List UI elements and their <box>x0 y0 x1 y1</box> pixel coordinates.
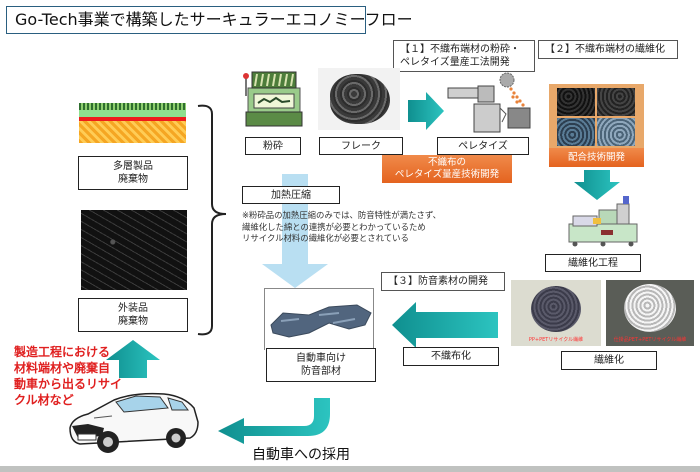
source-note-line3: 動車から出るリサイ <box>14 377 123 391</box>
arrow-left-icon <box>392 302 498 348</box>
footer-bar <box>0 466 700 472</box>
heat-compress-label: 加熱圧縮 <box>242 186 340 204</box>
note-line3: リサイクル材料の繊維化が必要とされている <box>242 233 409 243</box>
exterior-product-image <box>81 210 187 290</box>
exterior-waste-label: 外装品 廃棄物 <box>78 298 188 332</box>
fiber-requirement-note: ※粉砕品の加熱圧縮のみでは、防音特性が満たさず、 繊維化した綿との連携が必要とわ… <box>242 210 441 245</box>
source-note-line4: クル材など <box>14 393 74 407</box>
blend-tech-dev-badge: 配合技術開発 <box>549 148 644 167</box>
car-icon <box>69 392 199 453</box>
light-blue-arrow-icon <box>262 174 328 288</box>
pellet-tech-dev-badge: 不織布の ペレタイズ量産技術開発 <box>382 155 512 183</box>
exterior-waste-line2: 廃棄物 <box>118 316 148 327</box>
auto-sound-part-label: 自動車向け 防音部材 <box>266 348 376 382</box>
fiber-white-caption: 仕掛品PET+PETリサイクル繊維 <box>613 337 687 343</box>
crusher-icon <box>243 71 303 127</box>
pellet-tech-dev-line1: 不織布の <box>427 157 466 168</box>
note-line1: ※粉砕品の加熱圧縮のみでは、防音特性が満たさず、 <box>242 210 442 220</box>
note-line2: 繊維化した綿との連携が必要とわかっているため <box>242 221 426 232</box>
multilayer-product-image <box>79 103 186 143</box>
arrow-up-icon <box>106 340 160 378</box>
adoption-label: 自動車への採用 <box>252 447 350 463</box>
pelletizer-icon <box>447 72 531 133</box>
multilayer-waste-label: 多層製品 廃棄物 <box>78 156 188 190</box>
fiber-blend-image <box>549 84 644 150</box>
fiber-machine-icon <box>568 196 638 247</box>
auto-sound-part-line2: 防音部材 <box>301 366 341 377</box>
section-1-line2: ペレタイズ量産工法開発 <box>400 57 510 68</box>
flake-image <box>318 68 400 130</box>
pelletize-label: ペレタイズ <box>437 137 529 155</box>
adoption-arrow-icon <box>218 398 330 444</box>
auto-sound-part-line1: 自動車向け <box>296 353 346 364</box>
fiber-process-label: 繊維化工程 <box>545 254 641 272</box>
fiberize-label: 繊維化 <box>561 351 657 370</box>
multilayer-waste-line1: 多層製品 <box>113 161 153 172</box>
multilayer-waste-line2: 廃棄物 <box>118 174 148 185</box>
waste-brace <box>197 104 227 336</box>
page-title: Go-Tech事業で構築したサーキュラーエコノミーフロー <box>6 6 413 34</box>
exterior-waste-line1: 外装品 <box>118 303 148 314</box>
section-1-line1: 【１】不織布端材の粉砕・ <box>400 44 520 55</box>
section-3-header: 【３】防音素材の開発 <box>381 272 505 291</box>
fiber-white-image: 仕掛品PET+PETリサイクル繊維 <box>606 280 694 346</box>
crush-label: 粉砕 <box>245 137 301 155</box>
sound-part-image <box>264 288 374 350</box>
fiber-gray-caption: PP+PETリサイクル繊維 <box>528 337 584 343</box>
source-note-line1: 製造工程における <box>14 345 111 359</box>
fiber-gray-image: PP+PETリサイクル繊維 <box>511 280 601 346</box>
arrow-down-icon <box>574 170 620 200</box>
section-1-header: 【１】不織布端材の粉砕・ ペレタイズ量産工法開発 <box>393 40 535 72</box>
arrow-right-icon <box>408 92 444 130</box>
source-material-note: 製造工程における 材料端材や廃棄自 動車から出るリサイ クル材など <box>14 344 122 408</box>
flake-label: フレーク <box>319 137 403 155</box>
nonwoven-label: 不織布化 <box>403 347 499 366</box>
section-2-header: 【２】不織布端材の繊維化 <box>538 40 678 59</box>
pellet-tech-dev-line2: ペレタイズ量産技術開発 <box>394 169 500 180</box>
source-note-line2: 材料端材や廃棄自 <box>14 361 111 375</box>
